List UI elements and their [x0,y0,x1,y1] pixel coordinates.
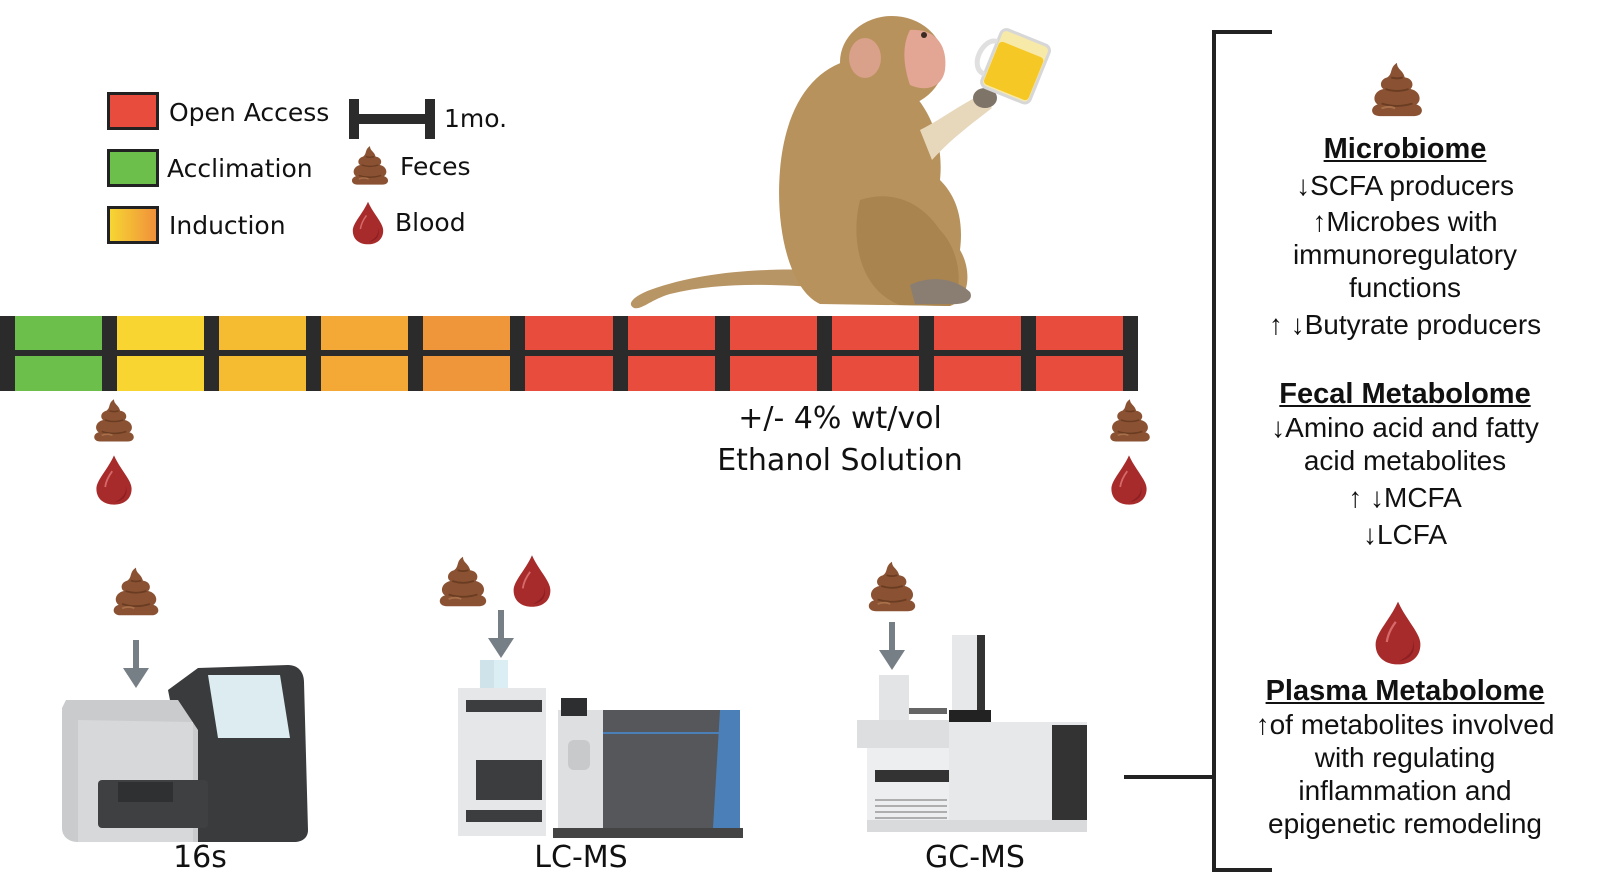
results-bracket-top [1212,30,1272,34]
fecal-metabolome-results: Fecal Metabolome ↓Amino acid and fatty a… [1220,377,1590,551]
scale-bar-icon [349,99,435,139]
legend-label-acclimation: Acclimation [167,154,313,183]
16s-arrow-head [123,668,149,688]
endpoint-blood-drop-icon [1107,452,1151,508]
result-line: with regulating [1314,742,1496,773]
gcms-arrow-shaft [889,622,895,650]
microbiome-results: Microbiome ↓SCFA producers ↑Microbes wit… [1220,132,1590,341]
fecal-metabolome-title: Fecal Metabolome [1279,378,1531,410]
gcms-illustration [857,635,1087,832]
result-line: immunoregulatory [1292,239,1518,270]
sequencer-illustration [62,665,308,842]
timeline-axis-line [0,350,1138,356]
instrument-label-gcms: GC-MS [925,840,1025,875]
gcms-arrow-head [879,650,905,670]
lcms-illustration [458,660,743,838]
result-line: ↑Microbes with [1312,206,1498,237]
legend-label-induction: Induction [169,211,286,240]
result-line: ↓Amino acid and fatty [1271,412,1539,443]
legend-label-feces: Feces [400,152,471,181]
lcms-feces-icon [436,550,490,612]
legend-swatch-induction [107,206,159,244]
lcms-blood-drop-icon [509,550,555,612]
legend-label-open-access: Open Access [169,98,330,127]
endpoint-feces-icon [1107,394,1153,446]
instrument-label-16s: 16s [173,840,227,875]
result-line: ↓LCFA [1362,519,1448,550]
plasma-metabolome-results: Plasma Metabolome ↑of metabolites involv… [1220,674,1590,840]
result-line: functions [1348,272,1462,303]
treatment-text: +/- 4% wt/vol Ethanol Solution [690,398,990,482]
baseline-blood-drop-icon [92,452,136,508]
plasma-blood-drop-icon [1370,598,1426,668]
legend-label-scale: 1mo. [444,104,508,133]
feces-icon [349,142,391,188]
legend-swatch-acclimation [107,149,159,187]
plasma-metabolome-title: Plasma Metabolome [1265,675,1545,707]
microbiome-feces-icon [1368,56,1426,122]
result-line: epigenetic remodeling [1268,808,1542,839]
result-line: ↑ ↓Butyrate producers [1268,309,1542,340]
gcms-feces-icon [865,555,919,617]
16s-feces-icon [110,562,162,620]
results-bracket-bottom [1212,868,1272,872]
result-line: ↓SCFA producers [1296,170,1514,201]
lcms-arrow-head [488,638,514,658]
legend-label-blood: Blood [395,208,466,237]
16s-arrow-shaft [133,640,139,668]
baseline-feces-icon [91,394,137,446]
result-line: ↑of metabolites involved [1255,709,1555,740]
results-bracket [1212,30,1216,872]
blood-drop-icon [349,200,387,246]
connector-line [1124,775,1214,779]
result-line: acid metabolites [1303,445,1507,476]
legend-swatch-open-access [107,92,159,130]
microbiome-title: Microbiome [1323,133,1487,165]
study-timeline [0,316,1138,391]
monkey-drinking-illustration [630,16,1051,309]
treatment-line-1: +/- 4% wt/vol [738,401,942,436]
treatment-line-2: Ethanol Solution [717,443,963,478]
result-line: inflammation and [1298,775,1512,806]
lcms-arrow-shaft [498,610,504,638]
result-line: ↑ ↓MCFA [1348,482,1462,513]
instrument-label-lcms: LC-MS [534,840,628,875]
